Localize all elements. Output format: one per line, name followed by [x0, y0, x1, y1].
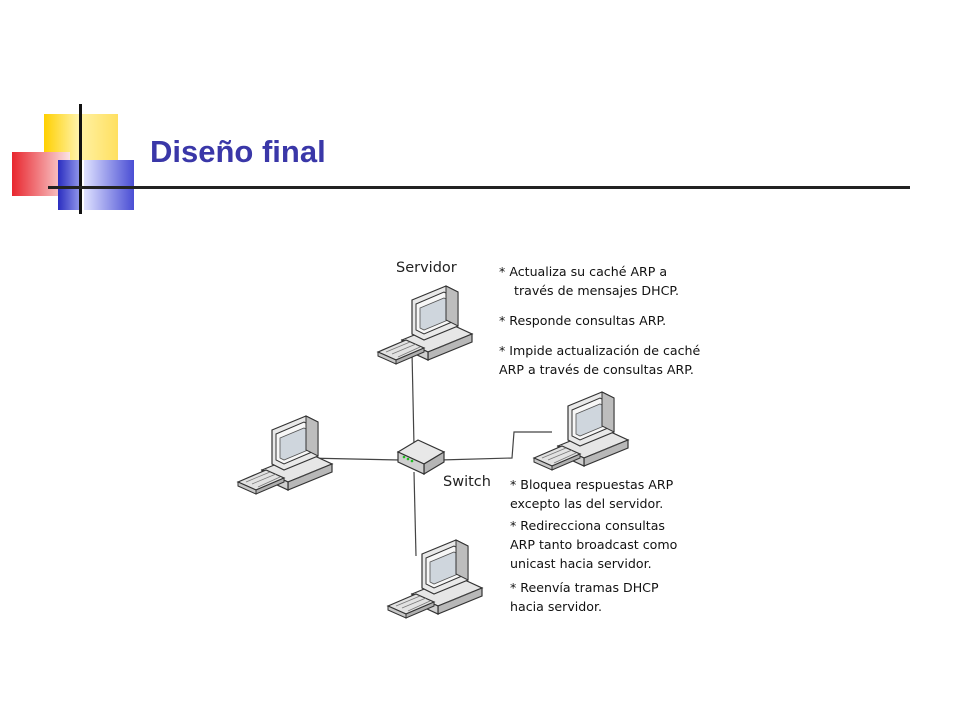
note-line: excepto las del servidor.: [510, 496, 664, 511]
note-line: hacia servidor.: [510, 599, 603, 614]
slide-title: Diseño final: [150, 134, 326, 169]
note-line: * Bloquea respuestas ARP: [510, 477, 674, 492]
server-note-1: * Actualiza su caché ARP a través de men…: [499, 262, 679, 300]
note-line: unicast hacia servidor.: [510, 556, 652, 571]
cable-left-pc: [305, 457, 401, 461]
left-computer-icon: [237, 415, 333, 495]
note-line: * Impide actualización de caché: [499, 343, 701, 358]
server-computer-icon: [377, 285, 473, 365]
switch-note-1: * Bloquea respuestas ARP excepto las del…: [510, 475, 673, 513]
vertical-bar: [79, 104, 82, 214]
note-line: * Reenvía tramas DHCP: [510, 580, 659, 595]
yellow-square-light: [82, 114, 118, 160]
right-computer-icon: [533, 391, 629, 471]
switch-note-2: * Redirecciona consultas ARP tanto broad…: [510, 516, 677, 573]
note-line: través de mensajes DHCP.: [514, 283, 680, 298]
switch-label: Switch: [443, 474, 491, 490]
blue-square: [58, 160, 82, 210]
server-note-2: * Responde consultas ARP.: [499, 311, 666, 330]
cable-right-pc: [439, 431, 552, 461]
bottom-computer-icon: [387, 539, 483, 619]
note-line: ARP tanto broadcast como: [510, 537, 678, 552]
switch-note-3: * Reenvía tramas DHCP hacia servidor.: [510, 578, 659, 616]
blue-square-light: [84, 160, 134, 210]
cable-server: [411, 351, 415, 447]
network-switch-icon: [396, 439, 446, 476]
server-note-3: * Impide actualización de caché ARP a tr…: [499, 341, 700, 379]
note-line: Actualiza su caché ARP a: [509, 264, 668, 279]
title-underline: [48, 186, 910, 189]
note-line: *: [499, 264, 510, 279]
cable-bottom-pc: [413, 471, 417, 557]
note-line: * Responde consultas ARP.: [499, 313, 667, 328]
note-line: * Redirecciona consultas: [510, 518, 665, 533]
server-label: Servidor: [396, 260, 457, 276]
note-line: ARP a través de consultas ARP.: [499, 362, 694, 377]
